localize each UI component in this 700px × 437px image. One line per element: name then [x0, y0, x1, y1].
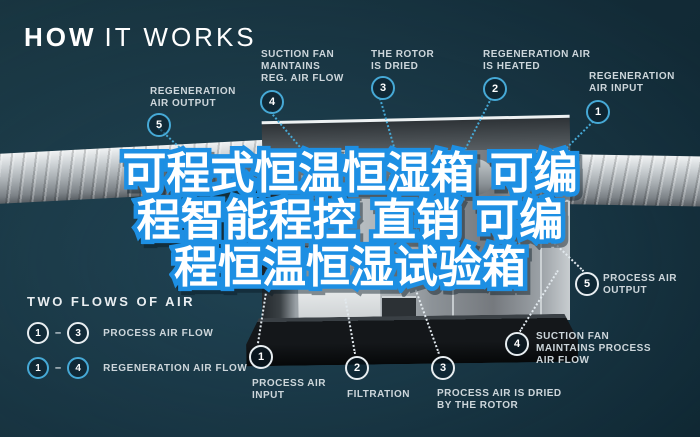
- step-badge-process-3: 3: [431, 356, 455, 380]
- legend-row-process: 1 – 3 PROCESS AIR FLOW: [27, 322, 247, 344]
- headline-line-2-outline: 程智能程控 直销 可编: [132, 193, 568, 249]
- label-regeneration-air-input: REGENERATION AIR INPUT: [589, 71, 675, 94]
- label-regeneration-air-output: REGENERATION AIR OUTPUT: [150, 86, 236, 109]
- headline-line-1-outline: 可程式恒温恒湿箱 可编: [118, 146, 582, 202]
- legend: TWO FLOWS OF AIR 1 – 3 PROCESS AIR FLOW …: [27, 294, 247, 379]
- label-process-air-dried: PROCESS AIR IS DRIED BY THE ROTOR: [437, 388, 562, 411]
- label-suction-fan-process: SUCTION FAN MAINTAINS PROCESS AIR FLOW: [536, 331, 651, 366]
- panel-seam: [540, 150, 542, 320]
- internal-duct-cylinder: [288, 153, 438, 197]
- legend-process-end-badge: 3: [67, 322, 90, 344]
- headline-line-1-fill: 可程式恒温恒湿箱 可编: [122, 148, 578, 199]
- title-light: IT WORKS: [104, 22, 257, 52]
- legend-row-regeneration: 1 – 4 REGENERATION AIR FLOW: [27, 357, 247, 379]
- headline-line-3-outline: 程恒温恒湿试验箱: [170, 240, 531, 296]
- label-process-air-output: PROCESS AIR OUTPUT: [603, 273, 678, 296]
- legend-heading: TWO FLOWS OF AIR: [27, 294, 196, 309]
- legend-regen-start-badge: 1: [27, 357, 49, 379]
- legend-dash: –: [55, 362, 62, 374]
- headline-line-2: 程智能程控 直销 可编 程智能程控 直销 可编: [0, 193, 700, 249]
- legend-regen-end-badge: 4: [67, 357, 90, 379]
- headline-line-3: 程恒温恒湿试验箱 程恒温恒湿试验箱: [0, 240, 700, 296]
- legend-dash: –: [55, 327, 62, 339]
- label-filtration: FILTRATION: [347, 389, 410, 400]
- step-badge-regen-4: 4: [260, 90, 284, 114]
- internal-duct-cylinder-small: [432, 159, 494, 195]
- headline-line-3-fill: 程恒温恒湿试验箱: [174, 242, 526, 293]
- label-rotor-is-dried: THE ROTOR IS DRIED: [371, 49, 435, 72]
- headline-line-2-fill: 程智能程控 直销 可编: [136, 195, 564, 246]
- label-suction-fan-reg: SUCTION FAN MAINTAINS REG. AIR FLOW: [261, 49, 344, 84]
- legend-regen-label: REGENERATION AIR FLOW: [103, 362, 248, 374]
- step-badge-process-1: 1: [249, 345, 273, 369]
- label-regeneration-air-heated: REGENERATION AIR IS HEATED: [483, 49, 591, 72]
- legend-process-label: PROCESS AIR FLOW: [103, 327, 214, 339]
- step-badge-process-4: 4: [505, 332, 529, 356]
- step-badge-regen-3: 3: [371, 76, 395, 100]
- title-bold: HOW: [24, 22, 97, 52]
- label-process-air-input: PROCESS AIR INPUT: [252, 378, 327, 401]
- step-badge-regen-2: 2: [483, 77, 507, 101]
- step-badge-process-2: 2: [345, 356, 369, 380]
- step-badge-regen-1: 1: [586, 100, 610, 124]
- step-badge-process-5: 5: [575, 272, 599, 296]
- legend-process-start-badge: 1: [27, 322, 49, 344]
- panel-seam: [452, 150, 454, 320]
- chinese-headline-overlay: 可程式恒温恒湿箱 可编 可程式恒温恒湿箱 可编 程智能程控 直销 可编 程智能程…: [0, 146, 700, 296]
- headline-line-1: 可程式恒温恒湿箱 可编 可程式恒温恒湿箱 可编: [0, 146, 700, 202]
- step-badge-regen-5: 5: [147, 113, 171, 137]
